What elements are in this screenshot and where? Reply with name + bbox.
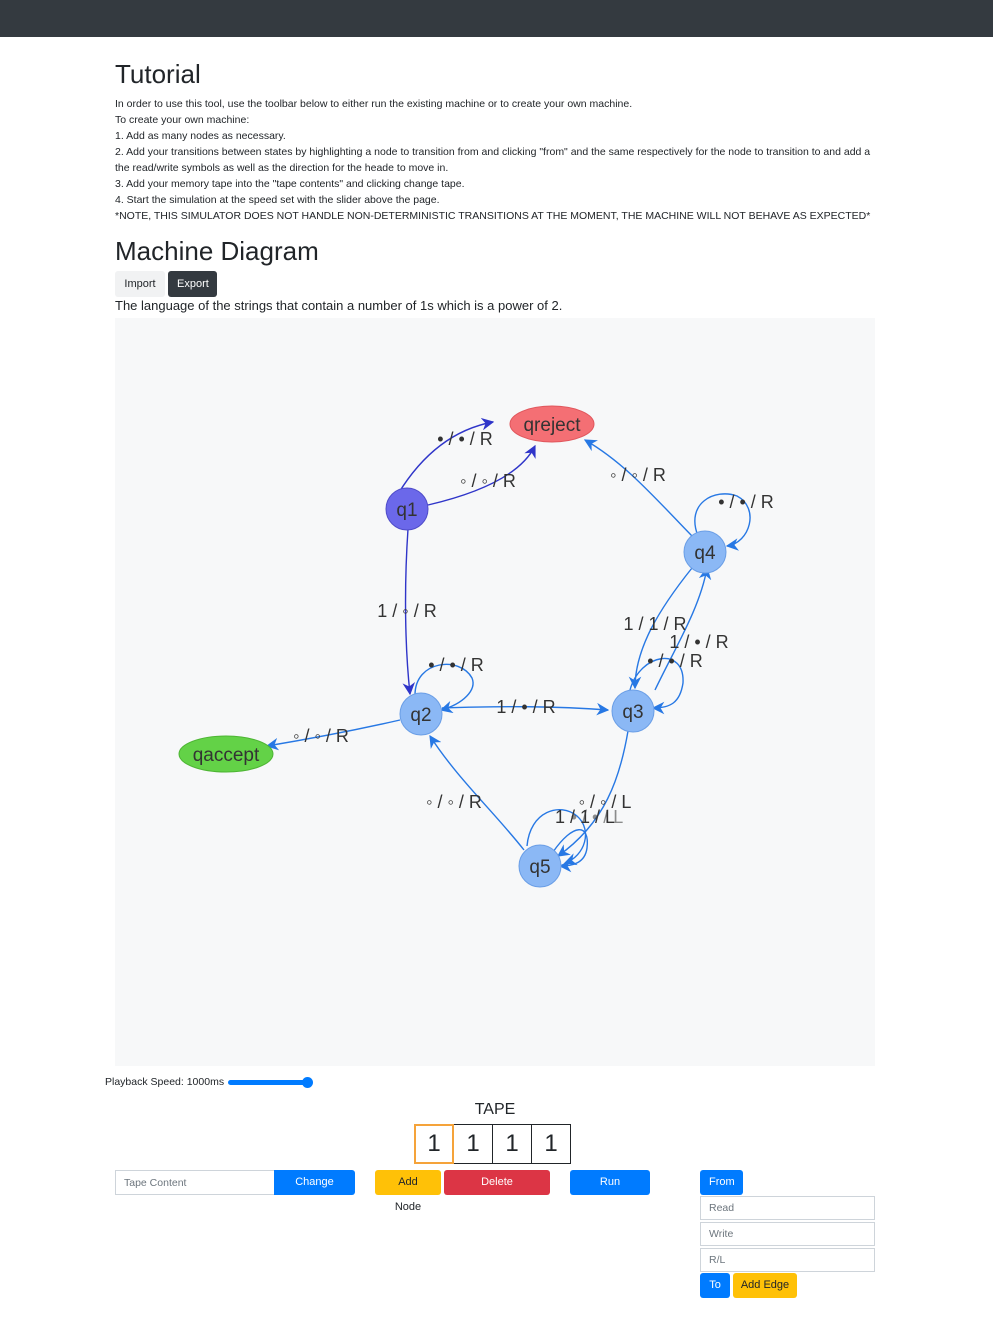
state-label: q4 <box>694 543 716 564</box>
tutorial-line: 1. Add as many nodes as necessary. <box>115 130 286 142</box>
read-symbol-input[interactable] <box>700 1196 875 1220</box>
machine-diagram-svg[interactable]: qreject qaccept q1 q2 q3 q4 q5 • / • / R… <box>115 318 875 1066</box>
edge-q4-qreject[interactable] <box>583 439 693 537</box>
from-button[interactable]: From <box>700 1170 743 1195</box>
edge-label: ◦ / ◦ / R <box>293 726 349 746</box>
diagram-title: Machine Diagram <box>115 236 319 266</box>
tutorial-line: In order to use this tool, use the toolb… <box>115 98 633 110</box>
tutorial-text: In order to use this tool, use the toolb… <box>115 96 875 224</box>
edge-q5-loop[interactable] <box>526 808 587 866</box>
state-label: q5 <box>529 857 550 878</box>
state-label: qreject <box>523 415 581 436</box>
state-q5[interactable] <box>518 844 562 888</box>
edge-q2-loop[interactable] <box>414 663 474 714</box>
edge-q1-qreject-dot[interactable] <box>397 417 495 495</box>
machine-diagram-canvas[interactable]: qreject qaccept q1 q2 q3 q4 q5 • / • / R… <box>115 318 875 1066</box>
tape-cell: 1 <box>492 1124 532 1164</box>
tutorial-line: *NOTE, THIS SIMULATOR DOES NOT HANDLE NO… <box>115 210 871 222</box>
state-label: q3 <box>622 702 643 723</box>
edge-label: 1 / • / R <box>496 697 555 717</box>
tutorial-title: Tutorial <box>115 59 201 89</box>
to-button[interactable]: To <box>700 1273 730 1298</box>
add-edge-button[interactable]: Add Edge <box>733 1273 797 1298</box>
tutorial-line: 4. Start the simulation at the speed set… <box>115 194 440 206</box>
delete-node-edge-button[interactable]: Delete Node/Edge <box>444 1170 550 1213</box>
direction-input[interactable] <box>700 1248 875 1272</box>
state-q4[interactable] <box>683 530 727 574</box>
edge-label: ◦ / ◦ / R <box>610 465 666 485</box>
edge-label: ◦ / ◦ / R <box>460 471 516 491</box>
state-q2[interactable] <box>399 692 443 736</box>
edge-label: • / • / R <box>428 655 484 675</box>
edge-q5-q2[interactable] <box>429 734 525 851</box>
edge-q4-loop[interactable] <box>694 493 751 551</box>
edge-q4-q3[interactable] <box>628 567 693 690</box>
edge-label: 1 / • / R <box>669 632 728 652</box>
state-q1[interactable] <box>385 487 429 531</box>
edge-label: 1 / ◦ / R <box>377 601 436 621</box>
edge-label: • / • / L <box>571 807 624 827</box>
playback-speed-slider[interactable] <box>228 1080 310 1085</box>
tape-content-input[interactable] <box>115 1170 275 1195</box>
add-node-button[interactable]: Add Node <box>375 1170 441 1213</box>
edge-label: 1 / 1 / R <box>623 614 686 634</box>
state-q3[interactable] <box>611 689 655 733</box>
edge-q2-q3[interactable] <box>441 702 610 716</box>
edge-label: • / • / R <box>718 492 774 512</box>
tutorial-line: 2. Add your transitions between states b… <box>115 146 871 174</box>
run-machine-button[interactable]: Run Machine <box>570 1170 650 1213</box>
language-description: The language of the strings that contain… <box>115 298 563 313</box>
tape: 1 1 1 1 <box>414 1124 571 1164</box>
tape-cell: 1 <box>453 1124 493 1164</box>
edge-label: 1 / 1 / L <box>555 807 615 827</box>
state-label: q2 <box>410 705 431 726</box>
tape-cell: 1 <box>531 1124 571 1164</box>
tape-cell-head: 1 <box>414 1124 454 1164</box>
playback-speed-label: Playback Speed: 1000ms <box>105 1076 225 1088</box>
edge-label: • / • / R <box>437 429 493 449</box>
write-symbol-input[interactable] <box>700 1222 875 1246</box>
state-label: qaccept <box>193 745 260 766</box>
tutorial-line: 3. Add your memory tape into the "tape c… <box>115 178 465 190</box>
state-label: q1 <box>396 500 417 521</box>
edge-q3-loop[interactable] <box>629 657 684 715</box>
edge-label: ◦ / ◦ / L <box>579 792 632 812</box>
tape-title: TAPE <box>474 1101 516 1118</box>
change-tape-button[interactable]: Change Tape <box>274 1170 355 1213</box>
edge-q2-qaccept[interactable] <box>265 719 401 751</box>
edge-label: • / • / R <box>647 651 703 671</box>
edge-q5-loop2[interactable] <box>552 829 588 873</box>
playback-speed-slider-thumb[interactable] <box>302 1077 313 1088</box>
state-qaccept[interactable] <box>178 735 274 773</box>
import-button[interactable]: Import <box>115 271 165 297</box>
state-qreject[interactable] <box>509 405 595 443</box>
tutorial-line: To create your own machine: <box>115 114 250 126</box>
edge-label: ◦ / ◦ / R <box>426 792 482 812</box>
edge-q1-q2[interactable] <box>402 528 416 696</box>
edge-q1-qreject-circ[interactable] <box>427 444 536 506</box>
edge-q3-q5[interactable] <box>556 730 629 857</box>
export-button[interactable]: Export <box>168 271 217 297</box>
top-navbar <box>0 0 993 37</box>
edge-q3-q4[interactable] <box>654 566 712 691</box>
